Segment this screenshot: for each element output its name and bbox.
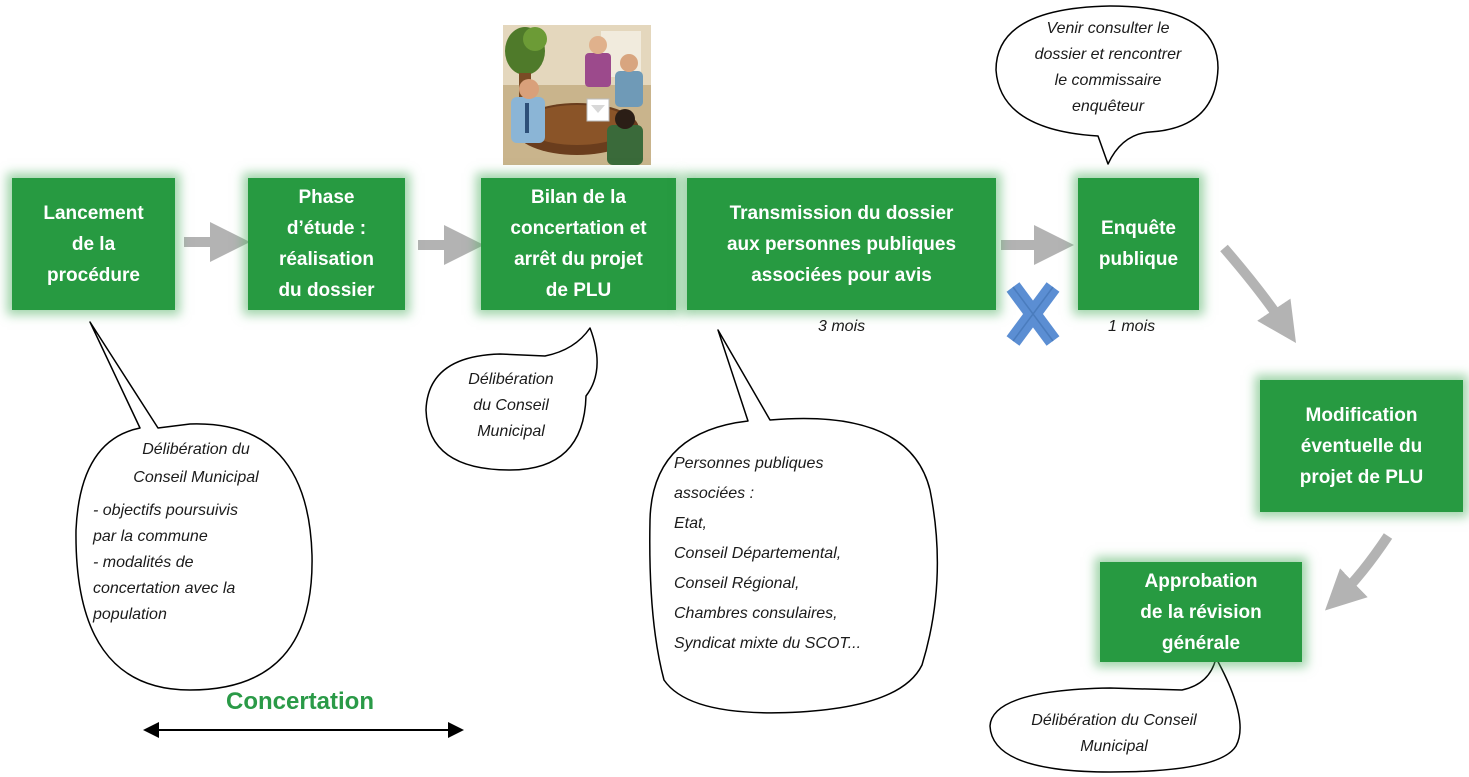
step-enquete: Enquête publique [1078, 178, 1199, 310]
concertation-label: Concertation [225, 688, 374, 715]
bubble-lancement-title: Délibération du Conseil Municipal [133, 441, 259, 486]
arrow-modification-approbation [1325, 533, 1393, 611]
bubble-transmission [649, 329, 939, 714]
arrow-enquete-modification [1220, 244, 1296, 343]
bubble-bilan [425, 327, 598, 471]
cross-icon [1006, 282, 1060, 346]
step-bilan: Bilan de la concertation et arrêt du pro… [481, 178, 676, 310]
step-transmission: Transmission du dossier aux personnes pu… [687, 178, 996, 310]
bubble-transmission-text: Personnes publiques associées : Etat, Co… [674, 455, 862, 652]
step-approbation: Approbation de la révision générale [1100, 562, 1302, 662]
bubble-lancement-items: - objectifs poursuivis par la commune - … [93, 502, 238, 623]
meeting-photo-icon [503, 25, 651, 165]
duration-enquete: 1 mois [1108, 318, 1156, 335]
duration-transmission: 3 mois [818, 318, 866, 335]
bubble-approbation-text: Délibération du Conseil Municipal [1031, 712, 1197, 755]
bubble-bilan-text: Délibération du Conseil Municipal [468, 371, 554, 440]
step-modification: Modification éventuelle du projet de PLU [1260, 380, 1463, 512]
step-etude: Phase d’étude : réalisation du dossier [248, 178, 405, 310]
bubble-lancement [75, 321, 313, 691]
bubble-enquete [995, 5, 1219, 165]
step-lancement: Lancement de la procédure [12, 178, 175, 310]
bubble-enquete-text: Venir consulter le dossier et rencontrer… [1034, 20, 1182, 115]
